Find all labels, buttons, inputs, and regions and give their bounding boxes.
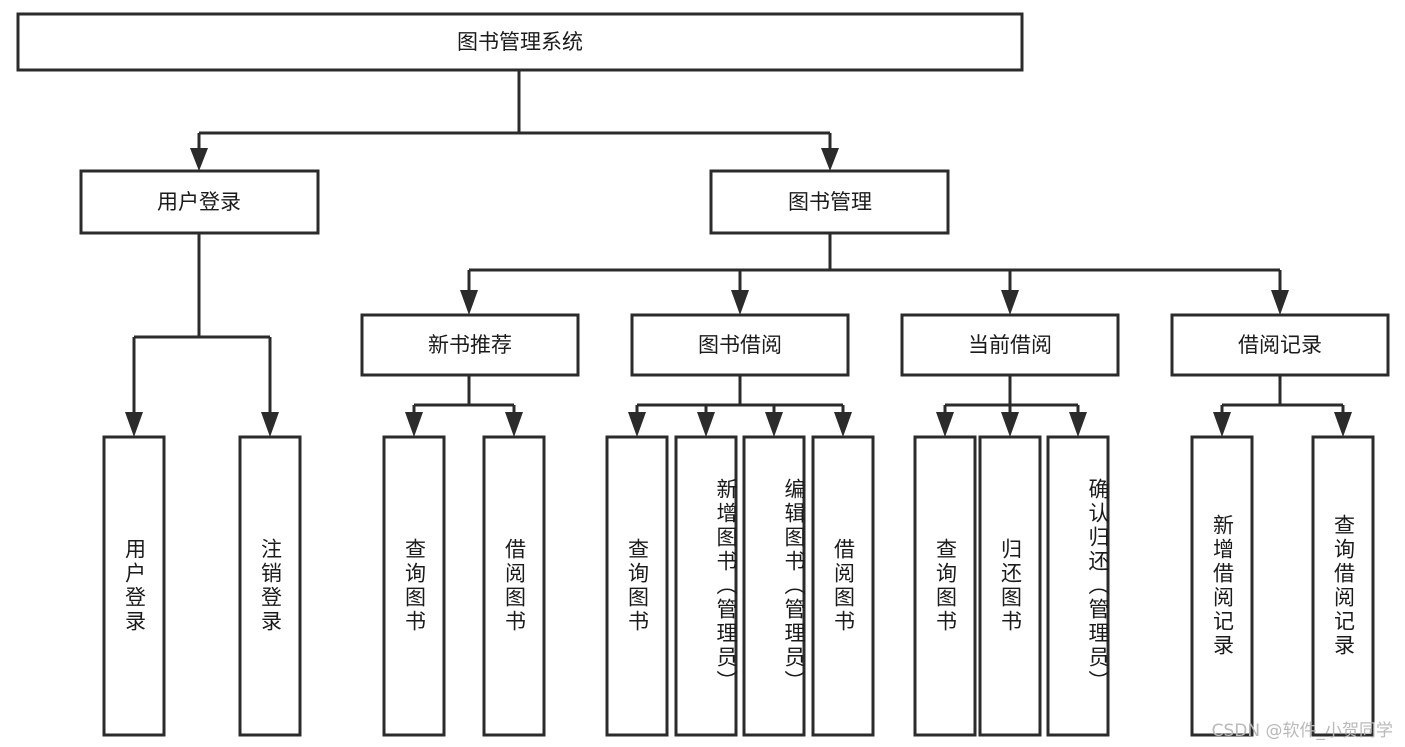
- node-leaf-borrow-book-2-box[interactable]: [811, 435, 875, 737]
- connector-group-new-book-recommend: [405, 375, 523, 437]
- arrow-head-leaf-user-login: [125, 412, 143, 437]
- arrow-head-leaf-borrow-book-2: [834, 412, 852, 437]
- node-borrow-record-box[interactable]: [1170, 313, 1390, 377]
- node-leaf-return-book-box[interactable]: [978, 435, 1042, 737]
- node-book-borrow-label: 图书借阅: [698, 333, 782, 357]
- arrow-head-leaf-borrow-book-1: [505, 412, 523, 437]
- arrow-head-leaf-query-record: [1334, 412, 1352, 437]
- node-leaf-query-record-box[interactable]: [1311, 435, 1375, 737]
- node-borrow-record[interactable]: 借阅记录: [1170, 313, 1390, 377]
- node-leaf-user-logout-box[interactable]: [238, 435, 302, 737]
- arrow-head-leaf-confirm-return: [1069, 412, 1087, 437]
- node-book-borrow[interactable]: 图书借阅: [630, 313, 850, 377]
- connector-group-user-login: [125, 233, 279, 437]
- node-new-book-recommend-label: 新书推荐: [428, 333, 512, 357]
- leaf-box-group: [102, 435, 1375, 737]
- node-book-manage-label: 图书管理: [788, 190, 872, 214]
- connector-group-borrow-record: [1213, 375, 1352, 437]
- arrow-head-user-login: [190, 148, 208, 171]
- node-user-login[interactable]: 用户登录: [79, 169, 320, 235]
- arrow-head-leaf-add-book: [697, 412, 715, 437]
- arrow-head-new-book-recommend: [460, 290, 478, 315]
- watermark-text: CSDN @软件_小贺同学: [1211, 721, 1393, 741]
- node-new-book-recommend-box[interactable]: [360, 313, 580, 377]
- node-leaf-add-record-box[interactable]: [1190, 435, 1254, 737]
- node-new-book-recommend[interactable]: 新书推荐: [360, 313, 580, 377]
- arrow-head-book-borrow: [731, 290, 749, 315]
- connector-group-current-borrow: [936, 375, 1087, 437]
- node-leaf-confirm-return-box[interactable]: [1046, 435, 1110, 737]
- arrow-head-current-borrow: [1001, 290, 1019, 315]
- node-user-login-label: 用户登录: [157, 190, 241, 214]
- node-leaf-query-book-3-box[interactable]: [913, 435, 977, 737]
- arrow-head-book-manage: [821, 148, 839, 171]
- node-current-borrow[interactable]: 当前借阅: [900, 313, 1120, 377]
- node-leaf-query-book-1-box[interactable]: [382, 435, 446, 737]
- node-current-borrow-box[interactable]: [900, 313, 1120, 377]
- node-leaf-user-login-box[interactable]: [102, 435, 166, 737]
- node-book-manage-box[interactable]: [709, 169, 950, 235]
- connector-group-book-borrow: [628, 375, 852, 437]
- node-current-borrow-label: 当前借阅: [968, 333, 1052, 357]
- arrow-head-leaf-query-book-2: [628, 412, 646, 437]
- arrow-head-leaf-return-book: [1001, 412, 1019, 437]
- node-root-box[interactable]: [16, 12, 1024, 72]
- arrow-head-borrow-record: [1271, 290, 1289, 315]
- node-book-manage[interactable]: 图书管理: [709, 169, 950, 235]
- arrow-head-leaf-add-record: [1213, 412, 1231, 437]
- arrow-head-leaf-edit-book: [765, 412, 783, 437]
- node-leaf-borrow-book-1-box[interactable]: [482, 435, 546, 737]
- connector-group-root: [190, 70, 839, 171]
- node-leaf-query-book-2-box[interactable]: [605, 435, 669, 737]
- node-root[interactable]: 图书管理系统: [16, 12, 1024, 72]
- node-leaf-edit-book-box[interactable]: [742, 435, 806, 737]
- arrow-head-leaf-query-book-3: [936, 412, 954, 437]
- arrow-head-leaf-query-book-1: [405, 412, 423, 437]
- connector-group-book-manage: [460, 233, 1289, 315]
- node-leaf-add-book-box[interactable]: [674, 435, 738, 737]
- node-borrow-record-label: 借阅记录: [1238, 333, 1322, 357]
- node-book-borrow-box[interactable]: [630, 313, 850, 377]
- node-root-label: 图书管理系统: [457, 30, 583, 54]
- node-user-login-box[interactable]: [79, 169, 320, 235]
- arrow-head-leaf-user-logout: [261, 412, 279, 437]
